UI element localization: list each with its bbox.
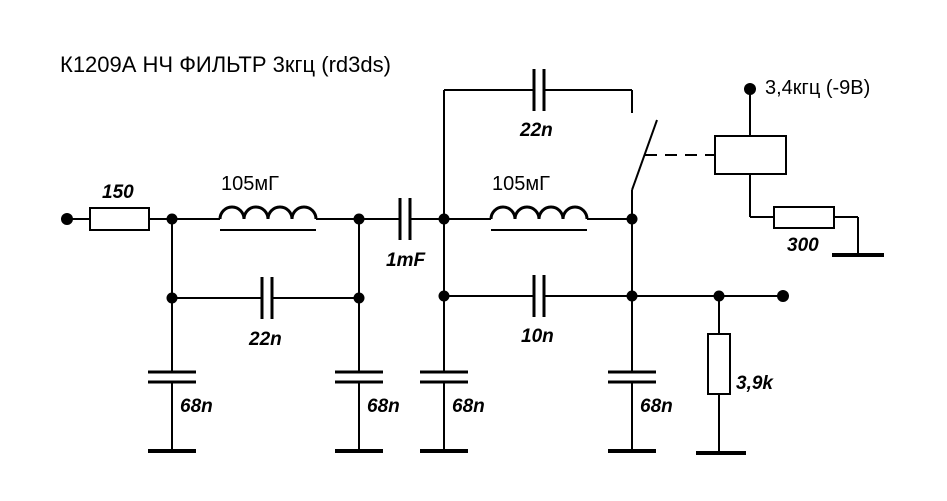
junction-dot bbox=[353, 213, 365, 225]
shunt-capacitor-1 bbox=[148, 370, 196, 384]
relay-resistor bbox=[773, 206, 835, 229]
coupling-capacitor-label: 1mF bbox=[386, 250, 426, 271]
inductor-2-label: 105мГ bbox=[492, 173, 550, 195]
shunt-capacitor-4 bbox=[608, 370, 656, 384]
junction-dot bbox=[166, 213, 178, 225]
junction-dot bbox=[626, 290, 638, 302]
relay-resistor-label: 300 bbox=[787, 235, 819, 256]
input-resistor-label: 150 bbox=[102, 182, 134, 203]
junction-dot bbox=[626, 213, 638, 225]
schematic-title: К1209А НЧ ФИЛЬТР 3кгц (rd3ds) bbox=[60, 52, 391, 77]
coupling-capacitor bbox=[398, 198, 412, 240]
junction-dot bbox=[713, 290, 725, 302]
shunt-capacitor-3-label: 68n bbox=[452, 396, 485, 417]
relay-coil bbox=[714, 135, 787, 175]
output-terminal bbox=[777, 290, 789, 302]
inductor-1-label: 105мГ bbox=[221, 173, 279, 195]
inductor-1 bbox=[218, 205, 318, 231]
switch-capacitor-label: 22n bbox=[519, 120, 553, 141]
shunt-capacitor-1-label: 68n bbox=[180, 396, 213, 417]
load-resistor bbox=[707, 333, 731, 395]
relay-switch-contact bbox=[631, 119, 658, 191]
bridge-capacitor-2 bbox=[532, 275, 546, 317]
junction-dot bbox=[353, 292, 365, 304]
junction-dot bbox=[438, 290, 450, 302]
shunt-capacitor-2-label: 68n bbox=[367, 396, 400, 417]
switch-capacitor bbox=[532, 69, 546, 111]
junction-dot bbox=[438, 213, 450, 225]
relay-supply-label: 3,4кгц (-9В) bbox=[765, 77, 870, 99]
bridge-capacitor-1-label: 22n bbox=[248, 329, 282, 350]
input-resistor bbox=[89, 207, 150, 231]
shunt-capacitor-3 bbox=[420, 370, 468, 384]
load-resistor-label: 3,9k bbox=[736, 373, 774, 394]
inductor-2 bbox=[489, 205, 589, 231]
bridge-capacitor-1 bbox=[260, 277, 274, 319]
relay-supply-terminal bbox=[744, 83, 756, 95]
shunt-capacitor-2 bbox=[335, 370, 383, 384]
junction-dot bbox=[166, 292, 178, 304]
bridge-capacitor-2-label: 10n bbox=[521, 326, 554, 347]
shunt-capacitor-4-label: 68n bbox=[640, 396, 673, 417]
